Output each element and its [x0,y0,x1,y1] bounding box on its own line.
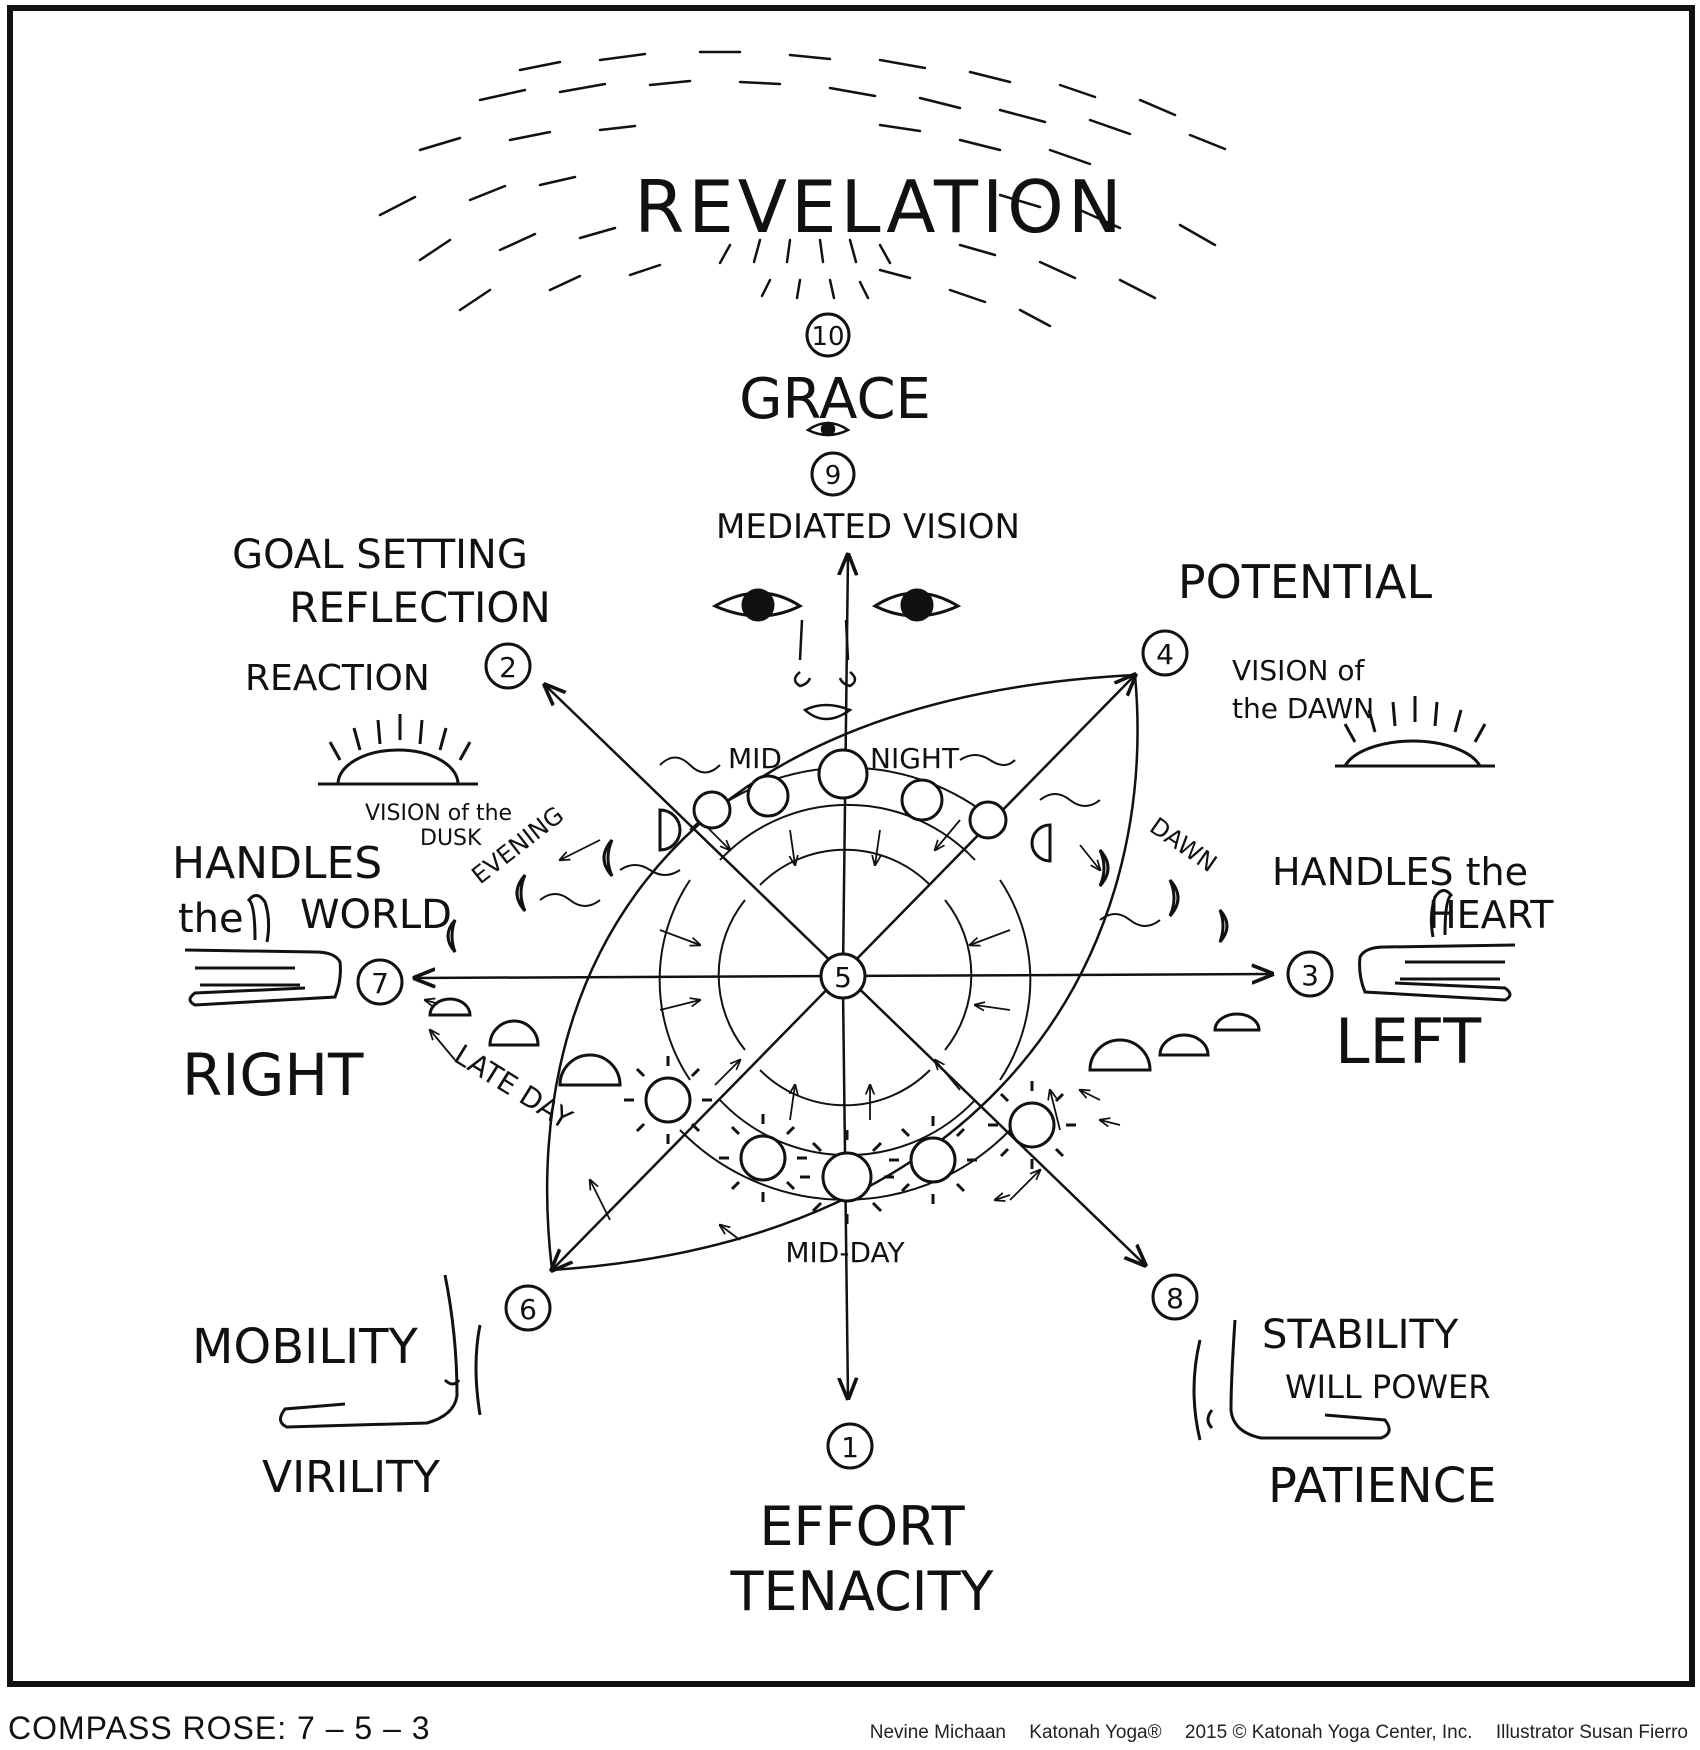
moon-icon [692,790,732,830]
label-goal-setting: GOAL SETTING [232,532,528,578]
label-grace: GRACE [739,367,931,432]
crescent-moon-icon [1168,879,1180,917]
dusk-horizon-icon [318,714,478,786]
crescent-moon-icon [1098,849,1110,887]
label-handles-world-2: the [178,896,244,942]
moon-icon [900,778,944,822]
label-patience: PATIENCE [1268,1458,1497,1514]
label-vision-dusk-2: DUSK [420,826,482,851]
right-hand-icon [184,894,342,1007]
diagram-caption: COMPASS ROSE: 7 – 5 – 3 [8,1710,431,1746]
label-left: LEFT [1335,1005,1482,1078]
wind-swirls [539,754,1161,927]
crescent-moon-icon [1218,909,1229,943]
label-tenacity: TENACITY [729,1560,994,1623]
right-foot-icon [279,1274,482,1429]
svg-text:6: 6 [519,1293,537,1326]
rising-sun-icon [1213,1012,1261,1032]
label-effort: EFFORT [759,1495,965,1558]
half-moon-icon [658,808,682,852]
svg-text:10: 10 [811,322,844,352]
label-midnight-2: NIGHT [870,742,960,775]
right-eye-icon [871,588,962,622]
number-markers: 10 9 2 4 7 3 6 8 1 [356,312,1334,1470]
marker-4: 4 [1141,629,1189,677]
label-potential: POTENTIAL [1178,555,1433,609]
label-handles-heart-1: HANDLES the [1272,850,1528,894]
marker-2: 2 [484,642,532,690]
left-hand-icon [1358,889,1516,1002]
svg-text:4: 4 [1156,638,1174,671]
credit-author: Nevine Michaan [869,1722,1006,1743]
crescent-moon-icon [515,874,527,912]
rising-sun-icon [558,1053,622,1087]
sun-icon [800,1130,894,1224]
credit-illustrator: Illustrator Susan Fierro [1495,1722,1688,1743]
label-handles-world-1: HANDLES [172,838,382,889]
half-moon-icon [1030,823,1052,863]
label-reflection: REFLECTION [289,583,551,632]
marker-5: 5 [819,952,867,1000]
label-late-day: LATE DAY [448,1038,578,1136]
label-midnight-1: MID [728,742,782,775]
full-moon-icon [817,748,869,800]
svg-text:8: 8 [1166,1282,1184,1315]
label-will-power: WILL POWER [1285,1368,1490,1406]
marker-9: 9 [810,451,856,497]
sun-phases [428,997,1261,1224]
third-eye-icon [805,421,851,437]
label-stability: STABILITY [1262,1312,1459,1358]
label-vision-dusk-1: VISION of the [365,801,512,826]
marker-6: 6 [504,1284,552,1332]
label-handles-world-3: WORLD [300,892,452,938]
left-foot-icon [1192,1319,1391,1441]
label-right: RIGHT [182,1041,364,1109]
label-mobility: MOBILITY [192,1319,419,1375]
crescent-moon-icon [602,839,614,877]
svg-text:2: 2 [499,651,517,684]
rising-sun-icon [488,1019,540,1047]
moon-icon [968,800,1008,840]
label-reaction: REACTION [245,658,430,699]
marker-8: 8 [1151,1273,1199,1321]
rising-sun-icon [428,997,472,1017]
sun-icon [719,1114,807,1202]
credit-copyright: 2015 © Katonah Yoga Center, Inc. [1184,1722,1473,1743]
sun-icon [988,1081,1076,1169]
svg-text:5: 5 [834,961,852,994]
label-vision-dawn-2: the DAWN [1232,692,1374,725]
moon-phases [446,748,1229,953]
label-virility: VIRILITY [262,1452,440,1503]
rising-sun-icon [1088,1038,1152,1072]
svg-text:3: 3 [1301,959,1319,992]
revelation-title: REVELATION [634,165,1125,249]
crescent-moon-icon [446,919,457,953]
sun-icon [624,1056,712,1144]
marker-1: 1 [826,1422,874,1470]
svg-text:9: 9 [825,461,842,491]
marker-7: 7 [356,958,404,1006]
rising-sun-icon [1158,1033,1210,1057]
left-eye-icon [711,588,804,622]
frame-border [7,5,1695,1687]
label-vision-dawn-1: VISION of [1232,654,1365,687]
credit-brand: Katonah Yoga® [1029,1722,1162,1743]
label-dawn: DAWN [1145,812,1222,878]
label-mid-day: MID-DAY [785,1236,905,1269]
dawn-horizon-icon [1335,696,1495,768]
moon-icon [746,774,790,818]
revelation-rays [378,50,1227,328]
label-mediated-vision: MEDIATED VISION [716,507,1020,547]
svg-text:7: 7 [371,967,389,1000]
label-handles-heart-2: HEART [1428,893,1554,937]
marker-10: 10 [805,312,851,358]
credits: Nevine Michaan Katonah Yoga® 2015 © Kato… [852,1722,1688,1744]
svg-text:1: 1 [841,1431,859,1464]
marker-3: 3 [1286,950,1334,998]
sun-icon [889,1116,977,1204]
